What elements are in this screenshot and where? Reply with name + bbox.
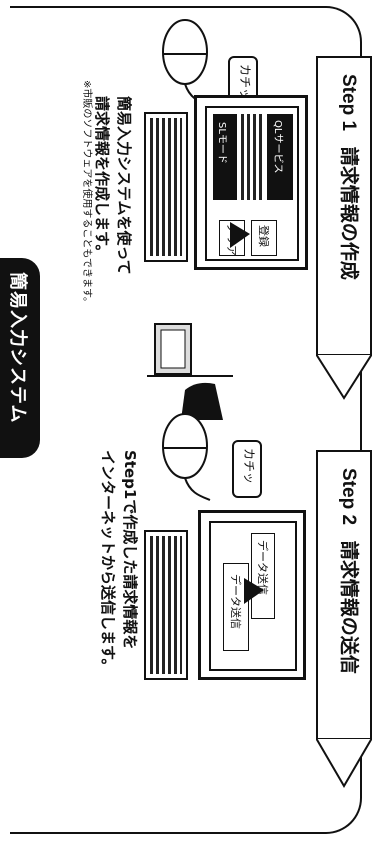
step1-screen: QLサービス SLモード 登録 クリア <box>205 106 299 261</box>
step2-keyboard-keys <box>150 536 182 674</box>
step2-chevron <box>316 738 372 788</box>
step2-banner-label: Step 2 請求情報の送信 <box>337 468 364 674</box>
step1-banner-label: Step 1 請求情報の作成 <box>337 74 364 280</box>
register-button-label: 登録 <box>257 225 270 247</box>
step2-heading: 請求情報の送信 <box>338 540 359 674</box>
step1-heading: 請求情報の作成 <box>338 146 359 280</box>
cursor-icon-step2 <box>244 578 264 604</box>
step1-screen-footer: SLモード <box>213 114 237 200</box>
step2-banner: Step 2 請求情報の送信 <box>316 450 372 740</box>
step2-desc-line1: Step1で作成した請求情報を <box>121 450 139 650</box>
step1-keyboard <box>144 112 188 262</box>
step2-desc-line2: インターネットから送信します。 <box>99 450 117 674</box>
step2-keyboard <box>144 530 188 680</box>
step1-screen-header: QLサービス <box>267 114 293 200</box>
person-at-computer-icon <box>147 323 233 420</box>
step1-keyboard-keys <box>150 118 182 256</box>
step1-screen-tab1: QLサービス <box>272 120 283 174</box>
step1-desc-line1: 簡易入力システムを使って <box>115 96 133 275</box>
cursor-icon <box>230 222 250 248</box>
send-data-button[interactable]: データ送信 <box>223 563 249 651</box>
step1-monitor: QLサービス SLモード 登録 クリア <box>194 95 308 270</box>
register-button[interactable]: 登録 <box>251 220 277 256</box>
step2-screen-tab: データ送信 <box>251 533 275 619</box>
step2-title: Step 2 <box>338 468 359 526</box>
outer-frame <box>10 6 362 834</box>
sidebar-pill <box>0 258 40 458</box>
mouse-icon-step2 <box>162 413 211 501</box>
sidebar-label: 簡易入力システム <box>7 272 28 424</box>
step1-note: ※市販のソフトウェアを使用することもできます。 <box>81 80 92 307</box>
step2-screen: データ送信 データ送信 <box>209 521 297 671</box>
step2-monitor: データ送信 データ送信 <box>198 510 306 680</box>
step2-click-text: カチッ <box>242 448 256 485</box>
step1-screen-tab2: SLモード <box>216 122 227 164</box>
step1-banner: Step 1 請求情報の作成 <box>316 56 372 356</box>
step1-title: Step 1 <box>338 74 359 132</box>
step1-chevron <box>316 354 372 400</box>
step2-click-bubble: カチッ <box>232 440 262 498</box>
step1-screen-table <box>241 114 265 200</box>
